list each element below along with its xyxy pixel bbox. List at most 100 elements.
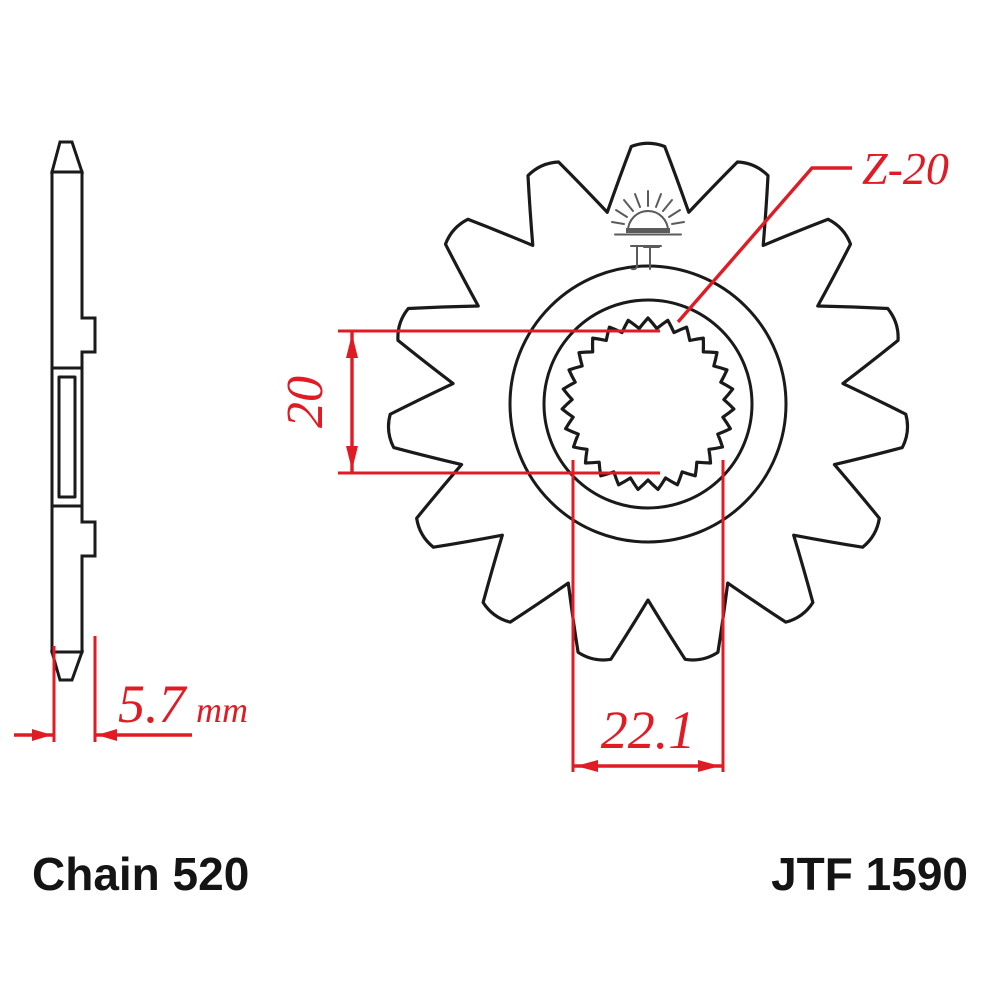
hatch-line	[20, 0, 160, 104]
hatch-line	[52, 172, 95, 224]
dim20-label: 20	[277, 376, 334, 428]
hatch-line	[20, 372, 160, 512]
hatch-line	[20, 196, 160, 336]
hatch-line	[20, 15, 160, 155]
hatch-line	[52, 506, 95, 507]
hatch-line	[20, 128, 160, 268]
dim57-arrow-right	[97, 729, 117, 741]
chain-label: Chain 520	[32, 848, 249, 900]
hatch-line	[20, 893, 160, 1000]
hatch-line	[20, 0, 160, 47]
hatch-line	[52, 184, 95, 326]
hatch-line	[20, 978, 160, 1000]
hatch-line	[20, 0, 160, 53]
hatch-line	[20, 0, 160, 19]
jt-monogram	[630, 245, 662, 271]
sun-dome-icon	[627, 210, 669, 232]
hatch-line	[52, 172, 95, 207]
hatch-line	[20, 491, 160, 631]
hatch-line	[52, 172, 95, 258]
section-outlines	[50, 140, 97, 682]
hatch-line	[20, 77, 160, 217]
hatch-line	[20, 145, 160, 285]
jt-sunrise-logo	[611, 190, 685, 271]
hatch-line	[52, 172, 95, 241]
dim221-arrow-left	[576, 760, 598, 772]
section-profile-segment	[50, 504, 97, 654]
hatch-line	[20, 723, 160, 863]
dim221-arrow-right	[698, 760, 720, 772]
dim57-value-label: 5.7	[118, 674, 188, 734]
hatch-line	[20, 111, 160, 251]
hatch-line	[20, 0, 160, 98]
hatch-line	[52, 286, 95, 368]
hatch-line	[20, 0, 160, 132]
sun-rays-icon	[611, 190, 685, 225]
section-profile-segment	[50, 650, 85, 682]
hatch-line	[52, 337, 95, 368]
hatch-line	[52, 552, 95, 652]
hatch-line	[20, 0, 160, 13]
hatch-line	[20, 916, 160, 1000]
dim57-arrow-left	[32, 729, 52, 741]
hatch-line	[20, 927, 160, 1000]
hatch-line	[20, 0, 160, 87]
dim20-arrow-bottom	[346, 446, 358, 470]
hatch-line	[20, 0, 160, 138]
hatch-line	[20, 9, 160, 149]
hatch-line	[20, 0, 160, 121]
hatch-line	[20, 0, 160, 30]
hatch-line	[20, 961, 160, 1000]
hatch-line	[52, 354, 95, 368]
dim20-arrow-top	[346, 334, 358, 358]
dimension-bore-horizontal: 22.1	[571, 460, 725, 772]
hub-inner-circle	[542, 298, 754, 510]
hatch-line	[20, 967, 160, 1000]
hatch-line	[20, 0, 160, 64]
hub-outer-circle	[508, 264, 788, 544]
dimension-thickness: 5.7 mm	[14, 636, 248, 742]
hatch-line	[20, 0, 160, 81]
hatch-line	[52, 235, 95, 368]
front-face-view	[386, 141, 910, 662]
section-profile-segment	[50, 140, 85, 174]
dimension-bore-vertical: 20	[277, 329, 660, 475]
hatch-line	[20, 984, 160, 1000]
z20-label: Z-20	[862, 143, 949, 194]
hatch-line	[20, 389, 160, 529]
sun-horizon-bar	[626, 228, 670, 233]
dim57-unit-label: mm	[196, 690, 248, 730]
hatch-line	[20, 542, 160, 682]
hatch-line	[20, 995, 160, 1000]
hatch-line	[52, 506, 95, 541]
hatch-line	[52, 172, 95, 190]
hatch-line	[20, 910, 160, 1000]
hatch-line	[52, 172, 95, 292]
hatch-line	[52, 172, 95, 173]
hatch-line	[20, 0, 160, 115]
hatch-line	[20, 162, 160, 302]
hatch-line	[20, 349, 160, 489]
dim221-label: 22.1	[601, 700, 696, 760]
hatch-line	[20, 950, 160, 1000]
hatch-line	[20, 60, 160, 200]
hatch-line	[52, 506, 95, 524]
section-profile-segment	[50, 170, 97, 370]
hatch-line	[52, 172, 95, 275]
hatch-line	[20, 0, 160, 70]
hatch-line	[20, 94, 160, 234]
hatch-line	[20, 0, 160, 2]
section-profile-segment	[57, 375, 77, 499]
z20-leader-line	[676, 166, 852, 324]
hatch-line	[20, 899, 160, 1000]
hatch-line	[20, 43, 160, 183]
hatch-line	[20, 944, 160, 1000]
callout-teeth-count: Z-20	[676, 143, 949, 324]
hatch-line	[20, 440, 160, 580]
part-number-label: JTF 1590	[771, 848, 968, 900]
hatch-line	[20, 933, 160, 1000]
hatch-line	[20, 26, 160, 166]
splined-bore-profile	[560, 316, 736, 492]
